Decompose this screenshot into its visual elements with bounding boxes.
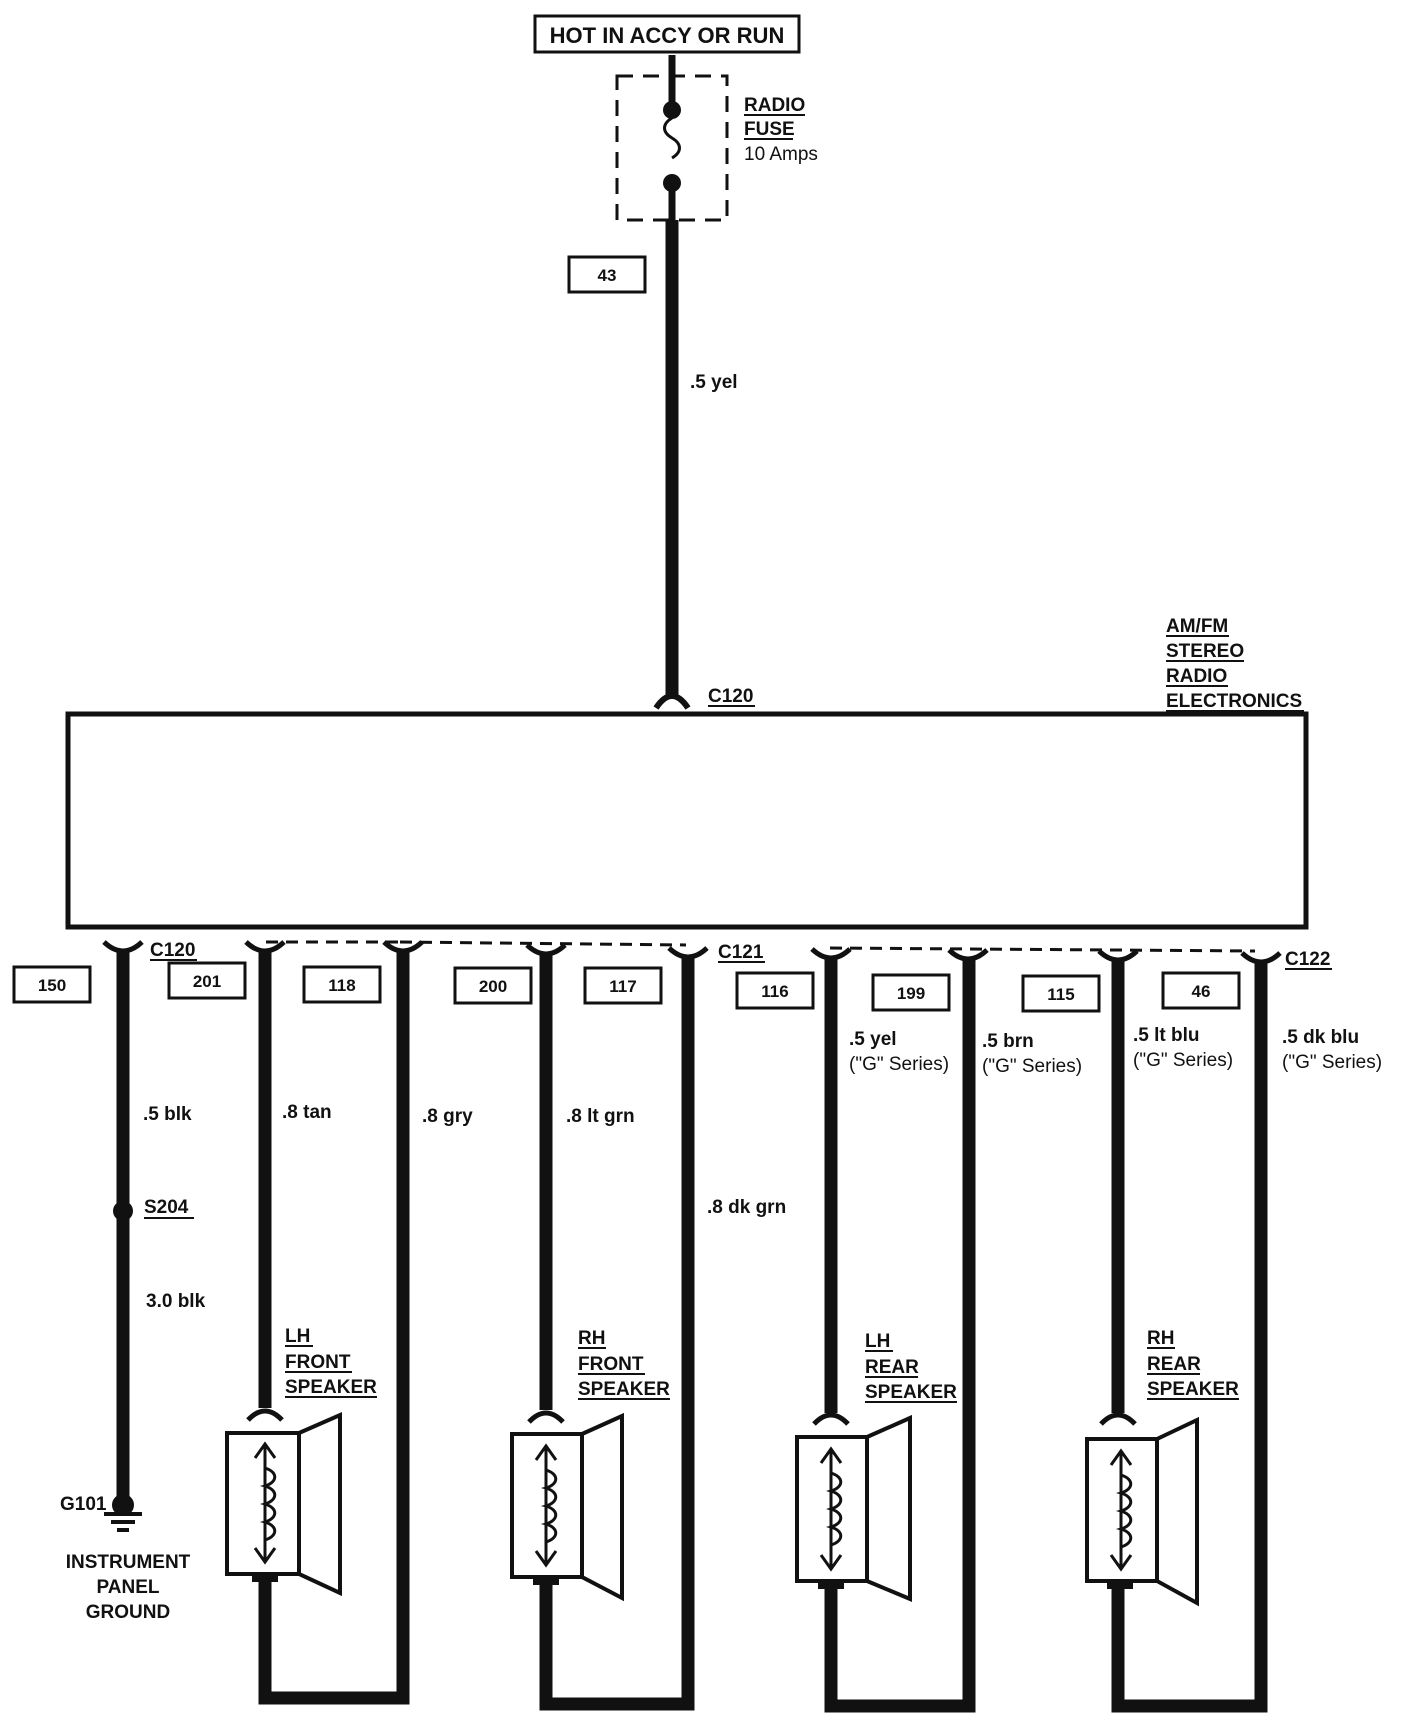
ground-id: G101 (60, 1494, 107, 1515)
lh-rear-loop-wire (824, 957, 976, 1713)
rh-front-wire-a: .8 lt grn (566, 1106, 635, 1127)
rh-front-label-line2: FRONT (578, 1354, 644, 1375)
connector-c121-label: C121 (718, 942, 764, 963)
splice-s204 (113, 1201, 133, 1221)
radio-label-line2: STEREO (1166, 641, 1244, 662)
feed-circuit-number: 43 (598, 266, 617, 285)
lh-front-wire-a: .8 tan (282, 1102, 332, 1123)
lh-front-label-line2: FRONT (285, 1352, 351, 1373)
radio-label-line4: ELECTRONICS (1166, 691, 1302, 712)
ground-symbol-icon (104, 1494, 142, 1532)
rh-rear-label-line2: REAR (1147, 1354, 1201, 1375)
lh-front-loop-wire (258, 950, 410, 1705)
radio-module (65, 711, 1309, 930)
lh-rear-wire-b: .5 brn (982, 1031, 1034, 1052)
rh-front-speaker-icon (510, 1410, 624, 1602)
rh-front-wire-b: .8 dk grn (707, 1197, 786, 1218)
lh-front-circuit-b: 118 (328, 976, 355, 995)
power-label: HOT IN ACCY OR RUN (550, 23, 785, 48)
ground-label-line2: PANEL (97, 1577, 160, 1598)
ground-wire-upper: .5 blk (143, 1104, 192, 1125)
power-label-box: HOT IN ACCY OR RUN (533, 14, 801, 54)
lh-rear-circuit-b: 115 (1047, 985, 1074, 1004)
lh-rear-label-line3: SPEAKER (865, 1382, 957, 1403)
rh-rear-circuit-a: 46 (1192, 982, 1211, 1001)
ground-wire-lower: 3.0 blk (146, 1291, 206, 1312)
lh-front-speaker-icon (225, 1408, 342, 1597)
feed-connector-label: C120 (708, 686, 753, 707)
rh-rear-wire-b: .5 dk blu (1282, 1027, 1359, 1048)
lh-rear-label-line1: LH (865, 1331, 890, 1352)
rh-front-circuit-a: 200 (479, 977, 507, 996)
feed-circuit-box: 43 (567, 255, 647, 294)
lh-front-circuit-a: 201 (193, 972, 221, 991)
rh-front-label-line1: RH (578, 1328, 605, 1349)
rh-front-label-line3: SPEAKER (578, 1379, 670, 1400)
lh-rear-note-a: ("G" Series) (849, 1054, 949, 1075)
connector-c122-label: C122 (1285, 949, 1330, 970)
rh-rear-note-a: ("G" Series) (1133, 1050, 1233, 1071)
lh-rear-wire-a: .5 yel (849, 1029, 897, 1050)
ground-label-line1: INSTRUMENT (66, 1552, 191, 1573)
lh-rear-circuit-a: 199 (897, 984, 925, 1003)
connector-c121-dash (399, 940, 687, 947)
rh-front-circuit-b: 117 (609, 977, 636, 996)
lh-front-speaker-circuit: 201 118 .8 tan .8 gry LH FRONT SPEAKER (167, 950, 473, 1705)
ground-circuit-box: 150 (12, 965, 92, 1004)
rh-rear-note-b: ("G" Series) (1282, 1052, 1382, 1073)
lh-front-label-line1: LH (285, 1326, 310, 1347)
ground-label-line3: GROUND (86, 1602, 170, 1623)
rh-rear-label-line1: RH (1147, 1328, 1174, 1349)
radio-label-line1: AM/FM (1166, 616, 1228, 637)
lh-front-label-line3: SPEAKER (285, 1377, 377, 1398)
feed-wire-label: .5 yel (690, 372, 738, 393)
lh-rear-circuit-left: 116 (761, 982, 788, 1001)
rh-rear-label-line3: SPEAKER (1147, 1379, 1239, 1400)
connector-c122-dash (829, 946, 1256, 953)
rh-rear-wire-a: .5 lt blu (1133, 1025, 1200, 1046)
rh-rear-loop-wire (1111, 959, 1268, 1713)
rh-front-speaker-circuit: 200 117 .8 lt grn .8 dk grn RH FRONT SPE… (453, 953, 786, 1711)
lh-rear-label-line2: REAR (865, 1357, 919, 1378)
fuse-label-line2: FUSE (744, 119, 795, 140)
lh-rear-speaker-circuit: 116 199 115 .5 yel ("G" Series) .5 brn (… (735, 957, 1101, 1713)
ground-circuit-number: 150 (38, 976, 66, 995)
radio-fuse (615, 55, 729, 222)
splice-label: S204 (144, 1197, 189, 1218)
fuse-label-line1: RADIO (744, 95, 805, 116)
rh-rear-speaker-icon (1085, 1412, 1199, 1607)
radio-label-line3: RADIO (1166, 666, 1227, 687)
connector-c120-label: C120 (150, 940, 195, 961)
lh-rear-note-b: ("G" Series) (982, 1056, 1082, 1077)
lh-front-wire-b: .8 gry (422, 1106, 473, 1127)
rh-rear-speaker-circuit: 46 .5 lt blu ("G" Series) .5 dk blu ("G"… (1085, 959, 1382, 1713)
fuse-rating: 10 Amps (744, 144, 818, 165)
lh-rear-speaker-icon (795, 1412, 912, 1603)
feed-connector (653, 693, 691, 710)
rh-front-loop-wire (539, 953, 695, 1711)
